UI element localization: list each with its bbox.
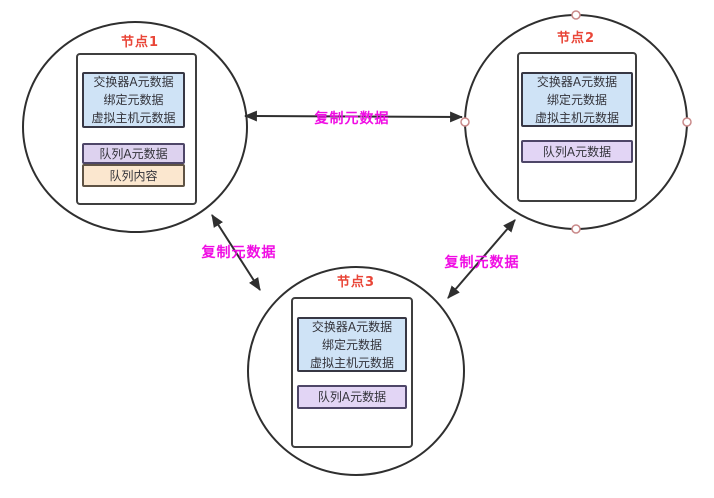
box-text-line: 绑定元数据: [103, 93, 164, 107]
node1-panel[interactable]: 交换器A元数据 绑定元数据 虚拟主机元数据 队列A元数据 队列内容: [76, 53, 197, 205]
edge-node2-node3[interactable]: [447, 219, 516, 299]
box-text-line: 虚拟主机元数据: [309, 355, 394, 370]
box-text-line: 绑定元数据: [546, 92, 607, 107]
node2-queue-metadata-box[interactable]: 队列A元数据: [521, 140, 633, 163]
node3-panel[interactable]: 交换器A元数据 绑定元数据 虚拟主机元数据 队列A元数据: [291, 297, 413, 448]
box-text-line: 交换器A元数据: [311, 319, 393, 334]
edge-label-node2-node3: 复制元数据: [444, 255, 520, 271]
edge-node1-node3[interactable]: [211, 214, 261, 291]
node2-exchange-metadata-box[interactable]: 交换器A元数据 绑定元数据 虚拟主机元数据: [521, 72, 633, 127]
node2-anchor-bottom[interactable]: [571, 224, 581, 234]
node1-exchange-metadata-box[interactable]: 交换器A元数据 绑定元数据 虚拟主机元数据: [82, 72, 185, 128]
box-text-line: 虚拟主机元数据: [91, 111, 176, 125]
node2-title: 节点2: [556, 31, 596, 46]
node3-exchange-metadata-box[interactable]: 交换器A元数据 绑定元数据 虚拟主机元数据: [297, 317, 407, 372]
box-text-line: 交换器A元数据: [93, 75, 174, 89]
node2-panel[interactable]: 交换器A元数据 绑定元数据 虚拟主机元数据 队列A元数据: [517, 52, 637, 202]
node1-queue-content-box[interactable]: 队列内容: [82, 164, 185, 187]
node2-anchor-left[interactable]: [460, 117, 470, 127]
node1-title: 节点1: [120, 35, 160, 50]
node1-queue-metadata-box[interactable]: 队列A元数据: [82, 143, 185, 164]
box-text-line: 虚拟主机元数据: [534, 110, 619, 125]
box-text-line: 交换器A元数据: [536, 74, 618, 89]
edge-label-node1-node3: 复制元数据: [201, 245, 277, 261]
node3-title: 节点3: [336, 275, 376, 290]
box-text-line: 队列A元数据: [317, 390, 387, 404]
box-text-line: 绑定元数据: [321, 337, 382, 352]
box-text-line: 队列A元数据: [99, 146, 168, 161]
box-text-line: 队列内容: [109, 168, 158, 183]
edge-label-node1-node2: 复制元数据: [314, 111, 390, 127]
box-text-line: 队列A元数据: [542, 144, 612, 159]
node3-queue-metadata-box[interactable]: 队列A元数据: [297, 385, 407, 409]
node2-anchor-top[interactable]: [571, 10, 581, 20]
edge-node1-node2[interactable]: [243, 110, 464, 123]
node2-anchor-right[interactable]: [682, 117, 692, 127]
